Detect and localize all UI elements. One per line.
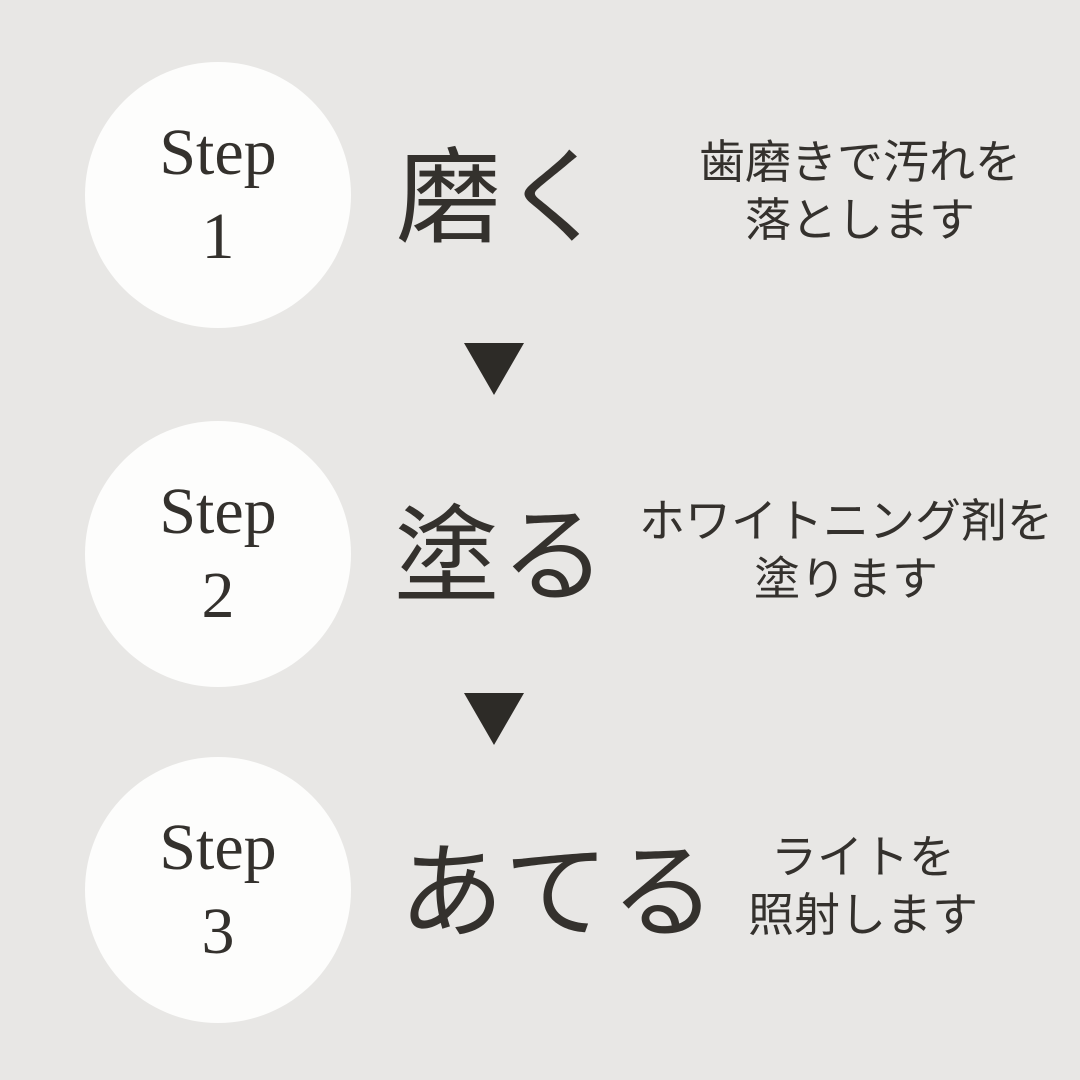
step-2-title: 塗る — [394, 421, 608, 687]
step-2-badge-number: 2 — [201, 559, 235, 632]
step-2-title-text: 塗る — [394, 499, 609, 616]
step-row-3: Step 3 あてる ライトを 照射します — [0, 757, 1080, 1023]
step-1-title-text: 磨く — [396, 140, 611, 257]
step-row-2: Step 2 塗る ホワイトニング剤を 塗ります — [0, 421, 1080, 687]
step-2-badge-label: Step — [159, 475, 277, 548]
step-3-title: あてる — [399, 757, 718, 1023]
step-2-description-line-1: ホワイトニング剤を — [639, 496, 1053, 547]
step-1-badge-number: 1 — [201, 200, 235, 273]
step-3-badge-label: Step — [159, 811, 277, 884]
step-1-description-line-2: 落とします — [745, 195, 975, 246]
step-1-badge-label: Step — [159, 116, 277, 189]
step-3-description: ライトを 照射します — [663, 757, 1063, 1023]
down-triangle-icon — [464, 693, 524, 745]
step-3-title-text: あてる — [399, 835, 718, 952]
step-1-title: 磨く — [396, 62, 610, 328]
step-2-circle-badge: Step 2 — [85, 421, 351, 687]
step-3-circle-badge: Step 3 — [85, 757, 351, 1023]
step-1-circle-badge: Step 1 — [85, 62, 351, 328]
step-3-description-line-2: 照射します — [748, 890, 978, 941]
step-1-description: 歯磨きで汚れを 落とします — [660, 62, 1060, 328]
step-1-description-line-1: 歯磨きで汚れを — [699, 137, 1021, 188]
step-2-description: ホワイトニング剤を 塗ります — [626, 421, 1066, 687]
step-3-description-line-1: ライトを — [771, 832, 955, 883]
step-2-description-line-2: 塗ります — [754, 554, 938, 605]
step-row-1: Step 1 磨く 歯磨きで汚れを 落とします — [0, 62, 1080, 328]
step-3-badge-number: 3 — [201, 895, 235, 968]
down-triangle-icon — [464, 343, 524, 395]
